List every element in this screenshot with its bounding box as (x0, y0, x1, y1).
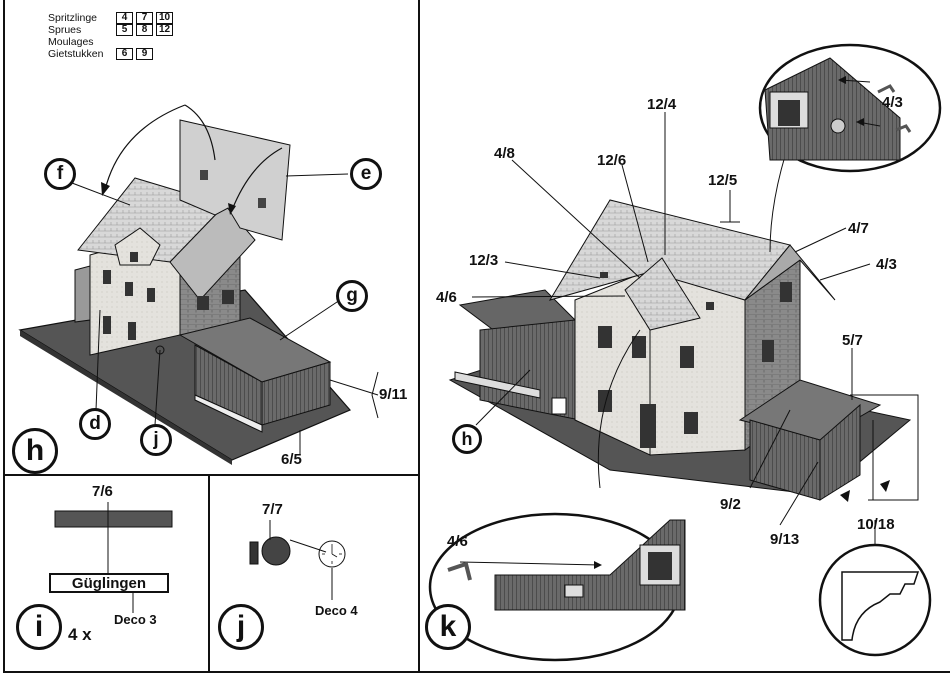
legend-row: Gietstukken 6 9 (48, 48, 176, 60)
part-f-marker: f (44, 158, 76, 190)
part-g-marker: g (336, 280, 368, 312)
step-h-marker: h (12, 428, 58, 474)
step-k-marker: k (425, 604, 471, 650)
part-number: 4 (116, 12, 133, 24)
step-i-marker: i (16, 604, 62, 650)
decal-deco-4: Deco 4 (315, 604, 358, 617)
legend-label: Spritzlinge (48, 12, 116, 24)
callout-7-7: 7/7 (262, 502, 283, 517)
callout-5-7: 5/7 (842, 333, 863, 348)
legend-label: Gietstukken (48, 48, 116, 60)
sprue-legend: Spritzlinge 4 7 10 Sprues 5 8 12 Moulage… (48, 12, 176, 60)
step-j-marker: j (218, 604, 264, 650)
legend-label: Moulages (48, 36, 116, 48)
part-d-marker: d (79, 408, 111, 440)
part-number: 5 (116, 24, 133, 36)
part-number: 10 (156, 12, 173, 24)
callout-12-5: 12/5 (708, 173, 737, 188)
legend-label: Sprues (48, 24, 116, 36)
part-number: 12 (156, 24, 173, 36)
callout-4-3: 4/3 (876, 257, 897, 272)
callout-9-2: 9/2 (720, 497, 741, 512)
part-number: 7 (136, 12, 153, 24)
part-j-marker: j (140, 424, 172, 456)
callout-12-6: 12/6 (597, 153, 626, 168)
part-number: 6 (116, 48, 133, 60)
callout-7-6: 7/6 (92, 484, 113, 499)
quantity-label: 4 x (68, 626, 92, 643)
part-number: 8 (136, 24, 153, 36)
callout-4-3-detail: 4/3 (882, 95, 903, 110)
part-e-marker: e (350, 158, 382, 190)
callout-9-13: 9/13 (770, 532, 799, 547)
callout-12-3: 12/3 (469, 253, 498, 268)
station-name-sign: Güglingen (49, 573, 169, 593)
callout-10-18: 10/18 (857, 517, 895, 532)
callout-12-4: 12/4 (647, 97, 676, 112)
callout-9-11: 9/11 (379, 387, 407, 402)
decal-deco-3: Deco 3 (114, 613, 157, 626)
house-k (450, 200, 910, 500)
callout-4-7: 4/7 (848, 221, 869, 236)
part-h-marker: h (452, 424, 482, 454)
part-number: 9 (136, 48, 153, 60)
legend-row: Sprues 5 8 12 (48, 24, 176, 36)
callout-4-8: 4/8 (494, 146, 515, 161)
legend-row: Moulages (48, 36, 176, 48)
legend-row: Spritzlinge 4 7 10 (48, 12, 176, 24)
callout-6-5: 6/5 (281, 452, 302, 467)
callout-4-6-detail: 4/6 (447, 534, 468, 549)
callout-4-6: 4/6 (436, 290, 457, 305)
